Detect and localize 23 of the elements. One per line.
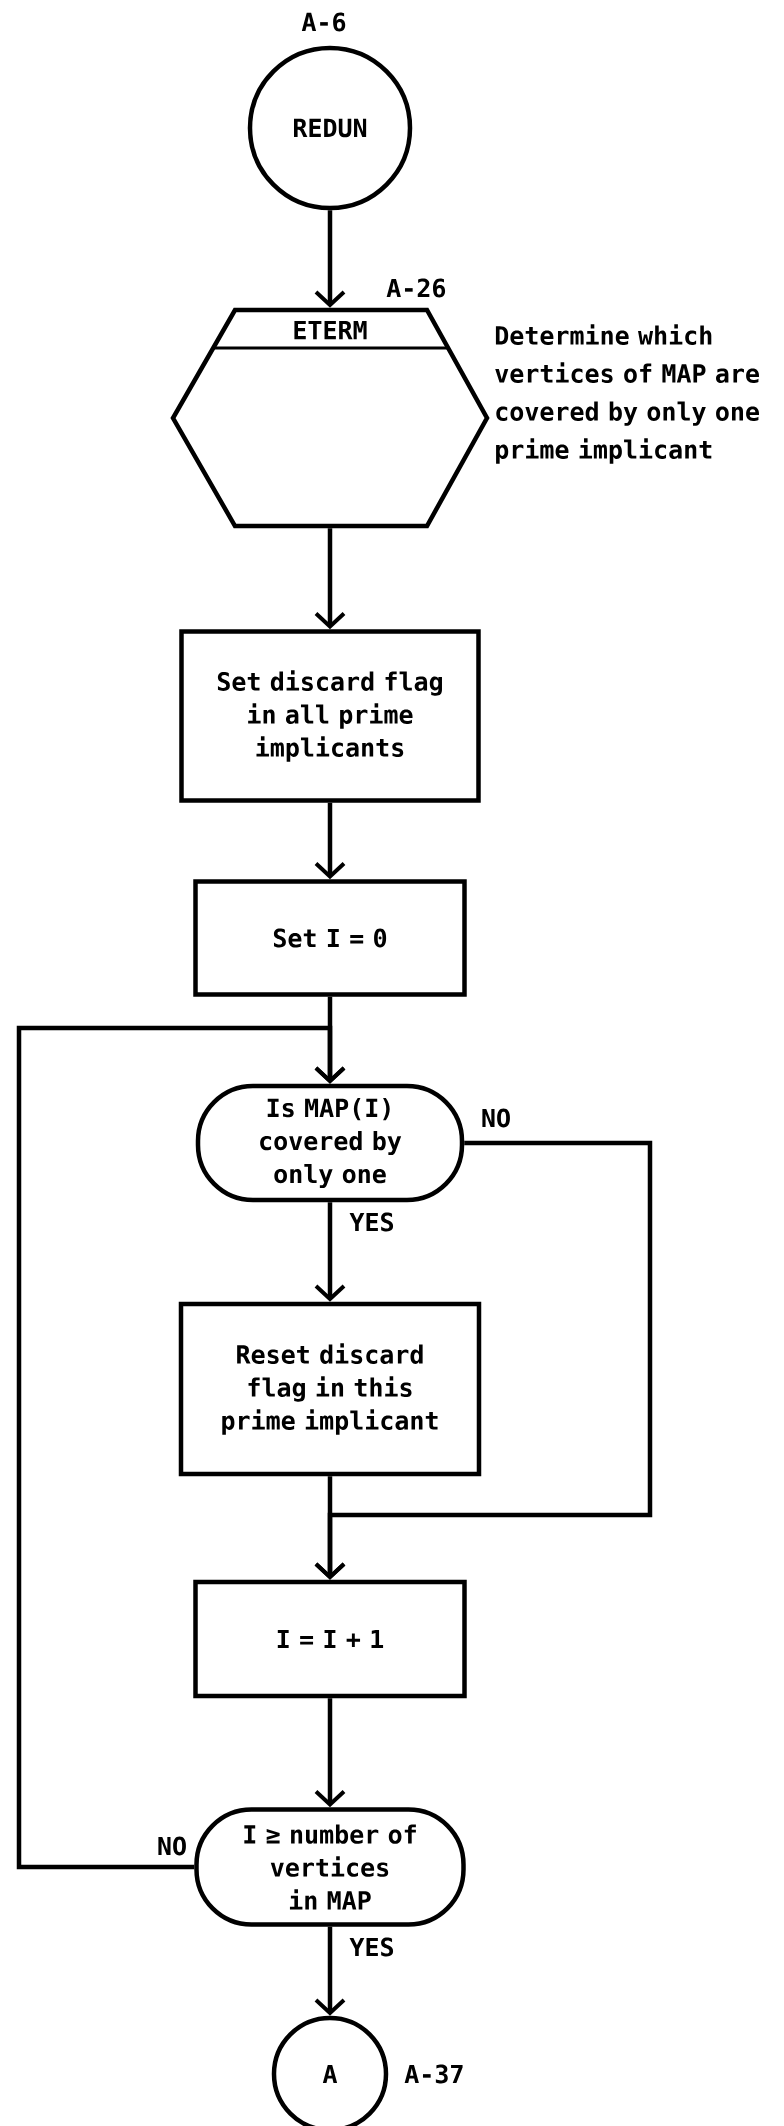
decision-terminal: Is MAP(I) covered by only one [195, 1083, 465, 1203]
arrow [314, 210, 346, 308]
process-box: Set I = 0 [193, 879, 467, 997]
reference-label: A-37 [404, 2064, 463, 2084]
arrow [314, 528, 346, 630]
annotation-text: Determine which vertices of MAP are covered by only one prime implicant [495, 324, 759, 464]
reference-label: A-26 [386, 278, 446, 298]
edge-label: YES [348, 1211, 396, 1233]
arrow [314, 1926, 346, 2016]
edge-label: NO [479, 1107, 513, 1129]
arrow [314, 1476, 346, 1580]
arrow [314, 802, 346, 880]
arrow [16, 1025, 346, 1870]
process-box: Reset discard flag in this prime implicant [178, 1301, 482, 1477]
process-box: I = I + 1 [193, 1579, 467, 1699]
edge-label: NO [155, 1835, 189, 1857]
reference-label: A-6 [301, 12, 346, 32]
arrow [314, 1202, 346, 1302]
process-box: Set discard flag in all prime implicants [179, 629, 481, 803]
arrow [314, 1698, 346, 1808]
edge-label: YES [348, 1936, 396, 1958]
subroutine-hexagon: ETERM [170, 307, 490, 529]
decision-terminal: I ≥ number of vertices in MAP [194, 1807, 466, 1927]
